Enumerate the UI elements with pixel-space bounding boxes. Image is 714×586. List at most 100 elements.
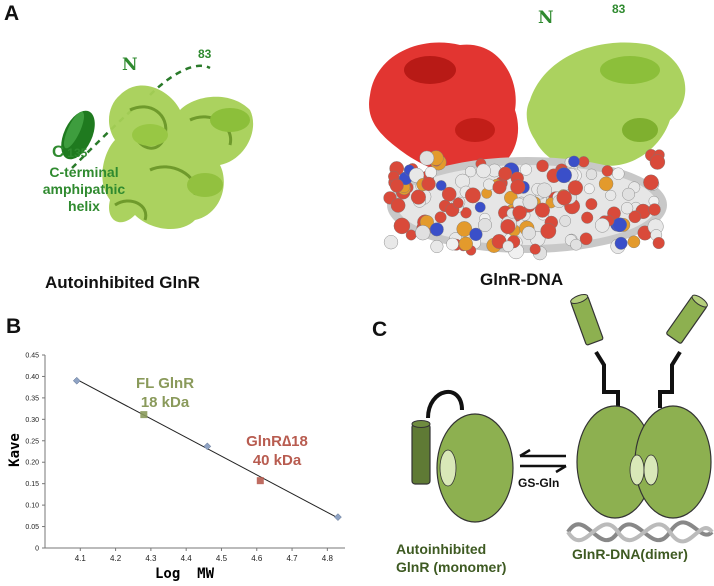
y-tick-label: 0.10 <box>25 503 39 510</box>
dna-atom-sphere <box>449 232 463 246</box>
dna-atom-sphere <box>564 198 580 215</box>
dna-atom-sphere <box>467 235 482 250</box>
dna-atom-sphere <box>536 159 549 173</box>
dna-atom-sphere <box>520 197 536 213</box>
dna-atom-sphere <box>483 178 495 191</box>
dna-atom-sphere <box>601 165 614 177</box>
y-tick-label: 0.05 <box>25 524 39 531</box>
dna-atom-sphere <box>458 236 473 251</box>
dna-atom-sphere <box>567 180 584 196</box>
dna-atom-sphere <box>534 202 550 218</box>
dna-atom-sphere <box>415 180 427 192</box>
x-tick-label: 4.2 <box>110 554 122 563</box>
dna-atom-sphere <box>647 218 664 235</box>
dna-atom-sphere <box>557 189 570 202</box>
dna-atom-sphere <box>546 168 561 184</box>
dna-atom-sphere <box>475 158 487 170</box>
dna-atom-sphere <box>516 196 527 208</box>
dna-atom-sphere <box>532 246 548 261</box>
arrow-label: GS-Gln <box>518 476 560 490</box>
dna-atom-sphere <box>653 149 665 161</box>
dna-atom-sphere <box>607 206 621 221</box>
y-axis-title: Kave <box>6 433 23 467</box>
dna-atom-sphere <box>445 202 460 217</box>
dna-helix <box>566 520 714 544</box>
label-n-left: N <box>122 55 138 75</box>
dna-atom-sphere <box>603 215 615 227</box>
dna-atom-sphere <box>570 238 582 251</box>
dna-atom-sphere <box>435 180 447 191</box>
dna-atom-sphere <box>610 238 626 254</box>
y-tick-label: 0 <box>35 546 39 553</box>
dna-atom-sphere <box>534 187 547 200</box>
x-tick-label: 4.6 <box>251 554 263 563</box>
dna-atom-sphere <box>559 215 572 227</box>
dna-atom-sphere <box>454 196 466 208</box>
dna-atom-sphere <box>450 238 462 251</box>
dna-atom-sphere <box>449 199 464 214</box>
dna-atom-sphere <box>420 170 435 184</box>
dna-atom-sphere <box>476 163 491 179</box>
standard-point <box>334 513 342 521</box>
dna-atom-sphere <box>627 235 641 249</box>
dna-atom-sphere <box>519 209 531 221</box>
dna-atom-sphere <box>598 176 614 192</box>
x-tick-label: 4.7 <box>286 554 298 563</box>
delta-annotation-line-2: 40 kDa <box>252 452 302 469</box>
dna-atom-sphere <box>565 233 578 246</box>
dna-atom-sphere <box>389 178 404 193</box>
dna-atom-sphere <box>650 229 663 242</box>
monomer-label-line-1: Autoinhibited <box>396 541 487 557</box>
dna-atom-sphere <box>456 221 473 237</box>
dna-atom-sphere <box>556 189 572 206</box>
dna-atom-sphere <box>564 156 576 168</box>
dna-atom-sphere <box>478 218 492 232</box>
dna-atom-sphere <box>519 220 535 236</box>
dna-atom-sphere <box>397 180 411 194</box>
dna-atom-sphere <box>584 183 595 195</box>
dna-atom-sphere <box>503 162 520 179</box>
dna-atom-sphere <box>510 171 524 185</box>
delta-annotation-line-1: GlnR∆18 <box>246 433 308 450</box>
dna-atom-sphere <box>555 163 568 177</box>
dna-atom-sphere <box>585 168 598 180</box>
dna-atom-sphere <box>510 179 526 195</box>
dna-atom-sphere <box>585 198 598 211</box>
x-tick-label: 4.8 <box>322 554 334 563</box>
standard-point <box>203 442 212 451</box>
dna-atom-sphere <box>395 184 411 200</box>
dna-atom-sphere <box>643 174 659 191</box>
dna-atom-sphere <box>500 219 516 235</box>
dna-atom-sphere <box>648 203 661 216</box>
dna-atom-sphere <box>540 223 557 239</box>
dna-atom-sphere <box>522 194 538 210</box>
dna-atom-sphere <box>405 229 417 241</box>
dna-atom-sphere <box>581 211 594 224</box>
dna-atom-sphere <box>579 232 593 246</box>
dna-atom-sphere <box>536 182 553 198</box>
x-tick-label: 4.1 <box>75 554 87 563</box>
dna-atom-sphere <box>397 181 411 196</box>
dna-atom-sphere <box>649 154 666 170</box>
dna-atom-sphere <box>428 150 444 166</box>
helix-label-line-2: amphipathic <box>42 181 126 197</box>
dna-atom-sphere <box>512 205 527 220</box>
dna-atom-sphere <box>434 211 447 224</box>
dna-atom-sphere <box>430 155 442 167</box>
dna-atom-sphere <box>416 220 433 237</box>
dna-atom-sphere <box>481 187 493 199</box>
dna-atom-sphere <box>409 167 425 183</box>
dna-atom-sphere <box>612 217 628 233</box>
dna-atom-sphere <box>628 181 641 194</box>
dna-atom-sphere <box>612 167 625 180</box>
dna-atom-sphere <box>388 170 400 183</box>
dna-atom-sphere <box>564 168 579 183</box>
dna-atom-sphere <box>446 237 459 251</box>
dna-atom-sphere <box>419 150 435 166</box>
dna-atom-sphere <box>507 224 521 237</box>
equilibrium-arrows <box>519 448 567 474</box>
dna-atom-sphere <box>486 237 502 253</box>
dna-atom-sphere <box>465 245 477 256</box>
dna-atom-sphere <box>390 198 406 213</box>
